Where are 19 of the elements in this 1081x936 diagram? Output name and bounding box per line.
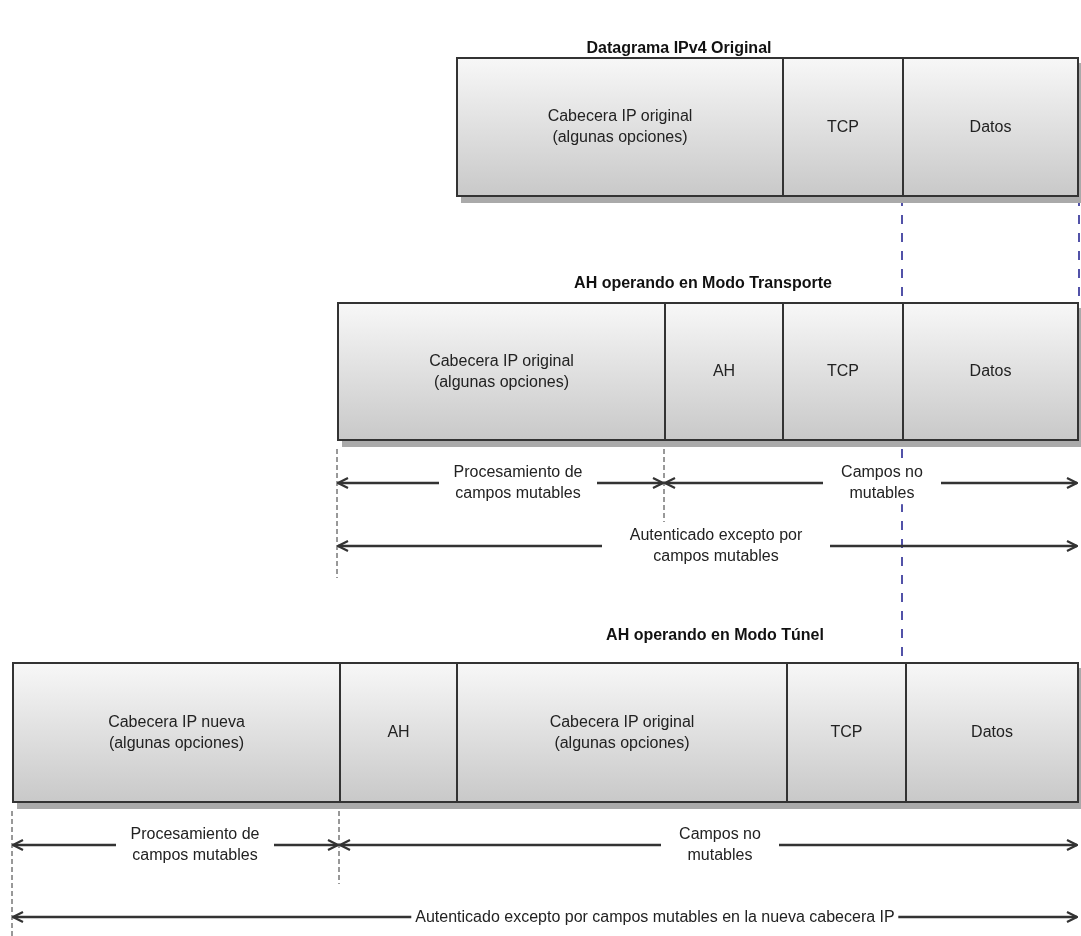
field-label: AH — [711, 361, 737, 382]
section-heading: AH operando en Modo Túnel — [606, 626, 824, 644]
field-label: Cabecera IP nueva (algunas opciones) — [107, 711, 246, 753]
field-label: Datos — [970, 722, 1014, 743]
field-label: TCP — [826, 361, 860, 382]
dimension-label: Autenticado excepto por campos mutables — [602, 525, 830, 567]
field-label: TCP — [829, 722, 864, 743]
dimension-label: Campos no mutables — [823, 462, 941, 504]
field-label: TCP — [826, 116, 860, 137]
field-label: Cabecera IP original (algunas opciones) — [428, 350, 575, 392]
section-heading: Datagrama IPv4 Original — [586, 39, 772, 57]
field-label: Cabecera IP original (algunas opciones) — [546, 106, 694, 147]
section-heading: AH operando en Modo Transporte — [574, 274, 832, 292]
field-label: Datos — [968, 361, 1013, 382]
dimension-label: Procesamiento de campos mutables — [116, 824, 274, 866]
dimension-label: Procesamiento de campos mutables — [439, 462, 597, 504]
field-label: AH — [386, 722, 411, 743]
field-label: Cabecera IP original (algunas opciones) — [548, 711, 696, 753]
field-label: Datos — [968, 116, 1013, 137]
